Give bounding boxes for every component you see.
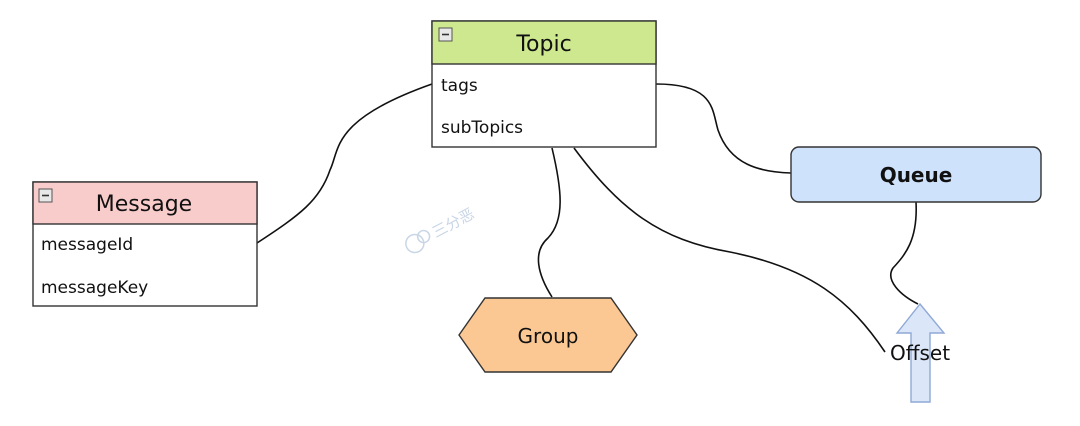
watermark-bubble-icon [405,233,425,254]
collapse-icon[interactable] [438,27,453,42]
connectors [256,83,919,353]
connector-topic-queue [655,83,792,174]
message-title: Message [96,192,192,217]
up-arrow-icon [895,302,946,403]
collapse-icon[interactable] [38,188,53,203]
queue-node[interactable]: Queue [790,146,1042,203]
message-field-messagekey: messageKey [41,278,148,298]
watermark: 三分恶 [405,205,477,254]
watermark-text: 三分恶 [429,205,477,242]
watermark-bubble-icon-small [416,229,431,244]
topic-header [431,20,657,65]
topic-title: Topic [515,32,571,57]
topic-field-tags: tags [441,76,478,96]
offset-label: Offset [890,341,950,365]
connector-topic-group [537,147,561,298]
message-header [32,181,258,225]
topic-field-subtopics: subTopics [441,118,523,138]
connector-topic-offset [573,147,886,353]
topic-entity[interactable]: Topic tags subTopics [431,20,657,148]
group-hexagon [458,297,638,373]
group-node[interactable]: Group [458,297,638,373]
connector-topic-message [256,83,433,244]
group-label: Group [518,324,579,348]
queue-shape [790,146,1042,203]
message-field-messageid: messageId [41,235,133,255]
message-entity[interactable]: Message messageId messageKey [32,181,258,307]
offset-node[interactable]: Offset [890,302,950,403]
queue-label: Queue [880,163,953,187]
connector-queue-offset [890,201,919,305]
